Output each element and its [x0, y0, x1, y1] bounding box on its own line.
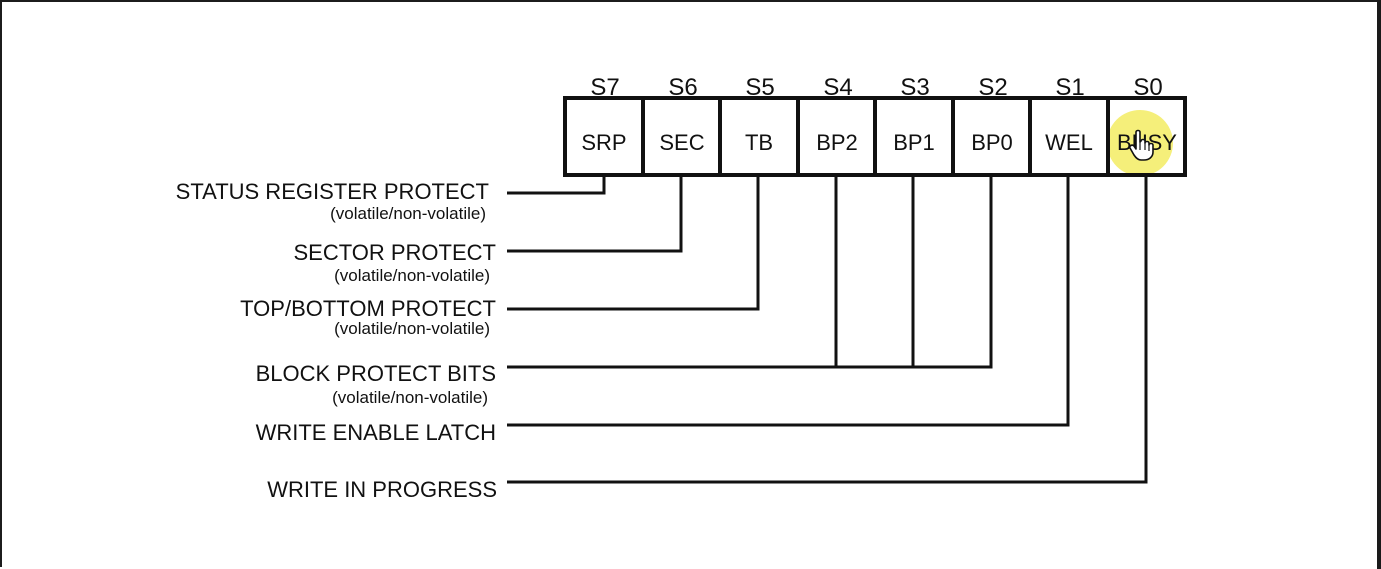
- connector-lines: [507, 175, 1148, 484]
- label-block-protect-bits: BLOCK PROTECT BITS: [256, 361, 496, 386]
- sublabel-top-bottom-protect: (volatile/non-volatile): [334, 319, 490, 338]
- connector-srp: [507, 175, 606, 195]
- sublabel-block-protect-bits: (volatile/non-volatile): [332, 388, 488, 407]
- connector-busy: [507, 175, 1148, 484]
- hand-pointer-icon: [1129, 129, 1154, 161]
- cell-srp: SRP: [581, 130, 626, 155]
- label-status-register-protect: STATUS REGISTER PROTECT: [176, 179, 489, 204]
- cell-dividers: [641, 98, 1110, 175]
- label-write-in-progress: WRITE IN PROGRESS: [267, 477, 497, 502]
- sublabel-sector-protect: (volatile/non-volatile): [334, 266, 490, 285]
- label-top-bottom-protect: TOP/BOTTOM PROTECT: [240, 296, 496, 321]
- cell-bp2: BP2: [816, 130, 858, 155]
- connector-bp0: [507, 175, 993, 369]
- connector-wel: [507, 175, 1070, 427]
- cell-tb: TB: [745, 130, 773, 155]
- connector-sec: [507, 175, 683, 253]
- label-write-enable-latch: WRITE ENABLE LATCH: [256, 420, 496, 445]
- cell-wel: WEL: [1045, 130, 1093, 155]
- cell-bp0: BP0: [971, 130, 1013, 155]
- sublabel-status-register-protect: (volatile/non-volatile): [330, 204, 486, 223]
- label-sector-protect: SECTOR PROTECT: [293, 240, 496, 265]
- window-edge: [1377, 0, 1381, 569]
- connector-tb: [507, 175, 760, 311]
- cell-bp1: BP1: [893, 130, 935, 155]
- cell-sec: SEC: [659, 130, 704, 155]
